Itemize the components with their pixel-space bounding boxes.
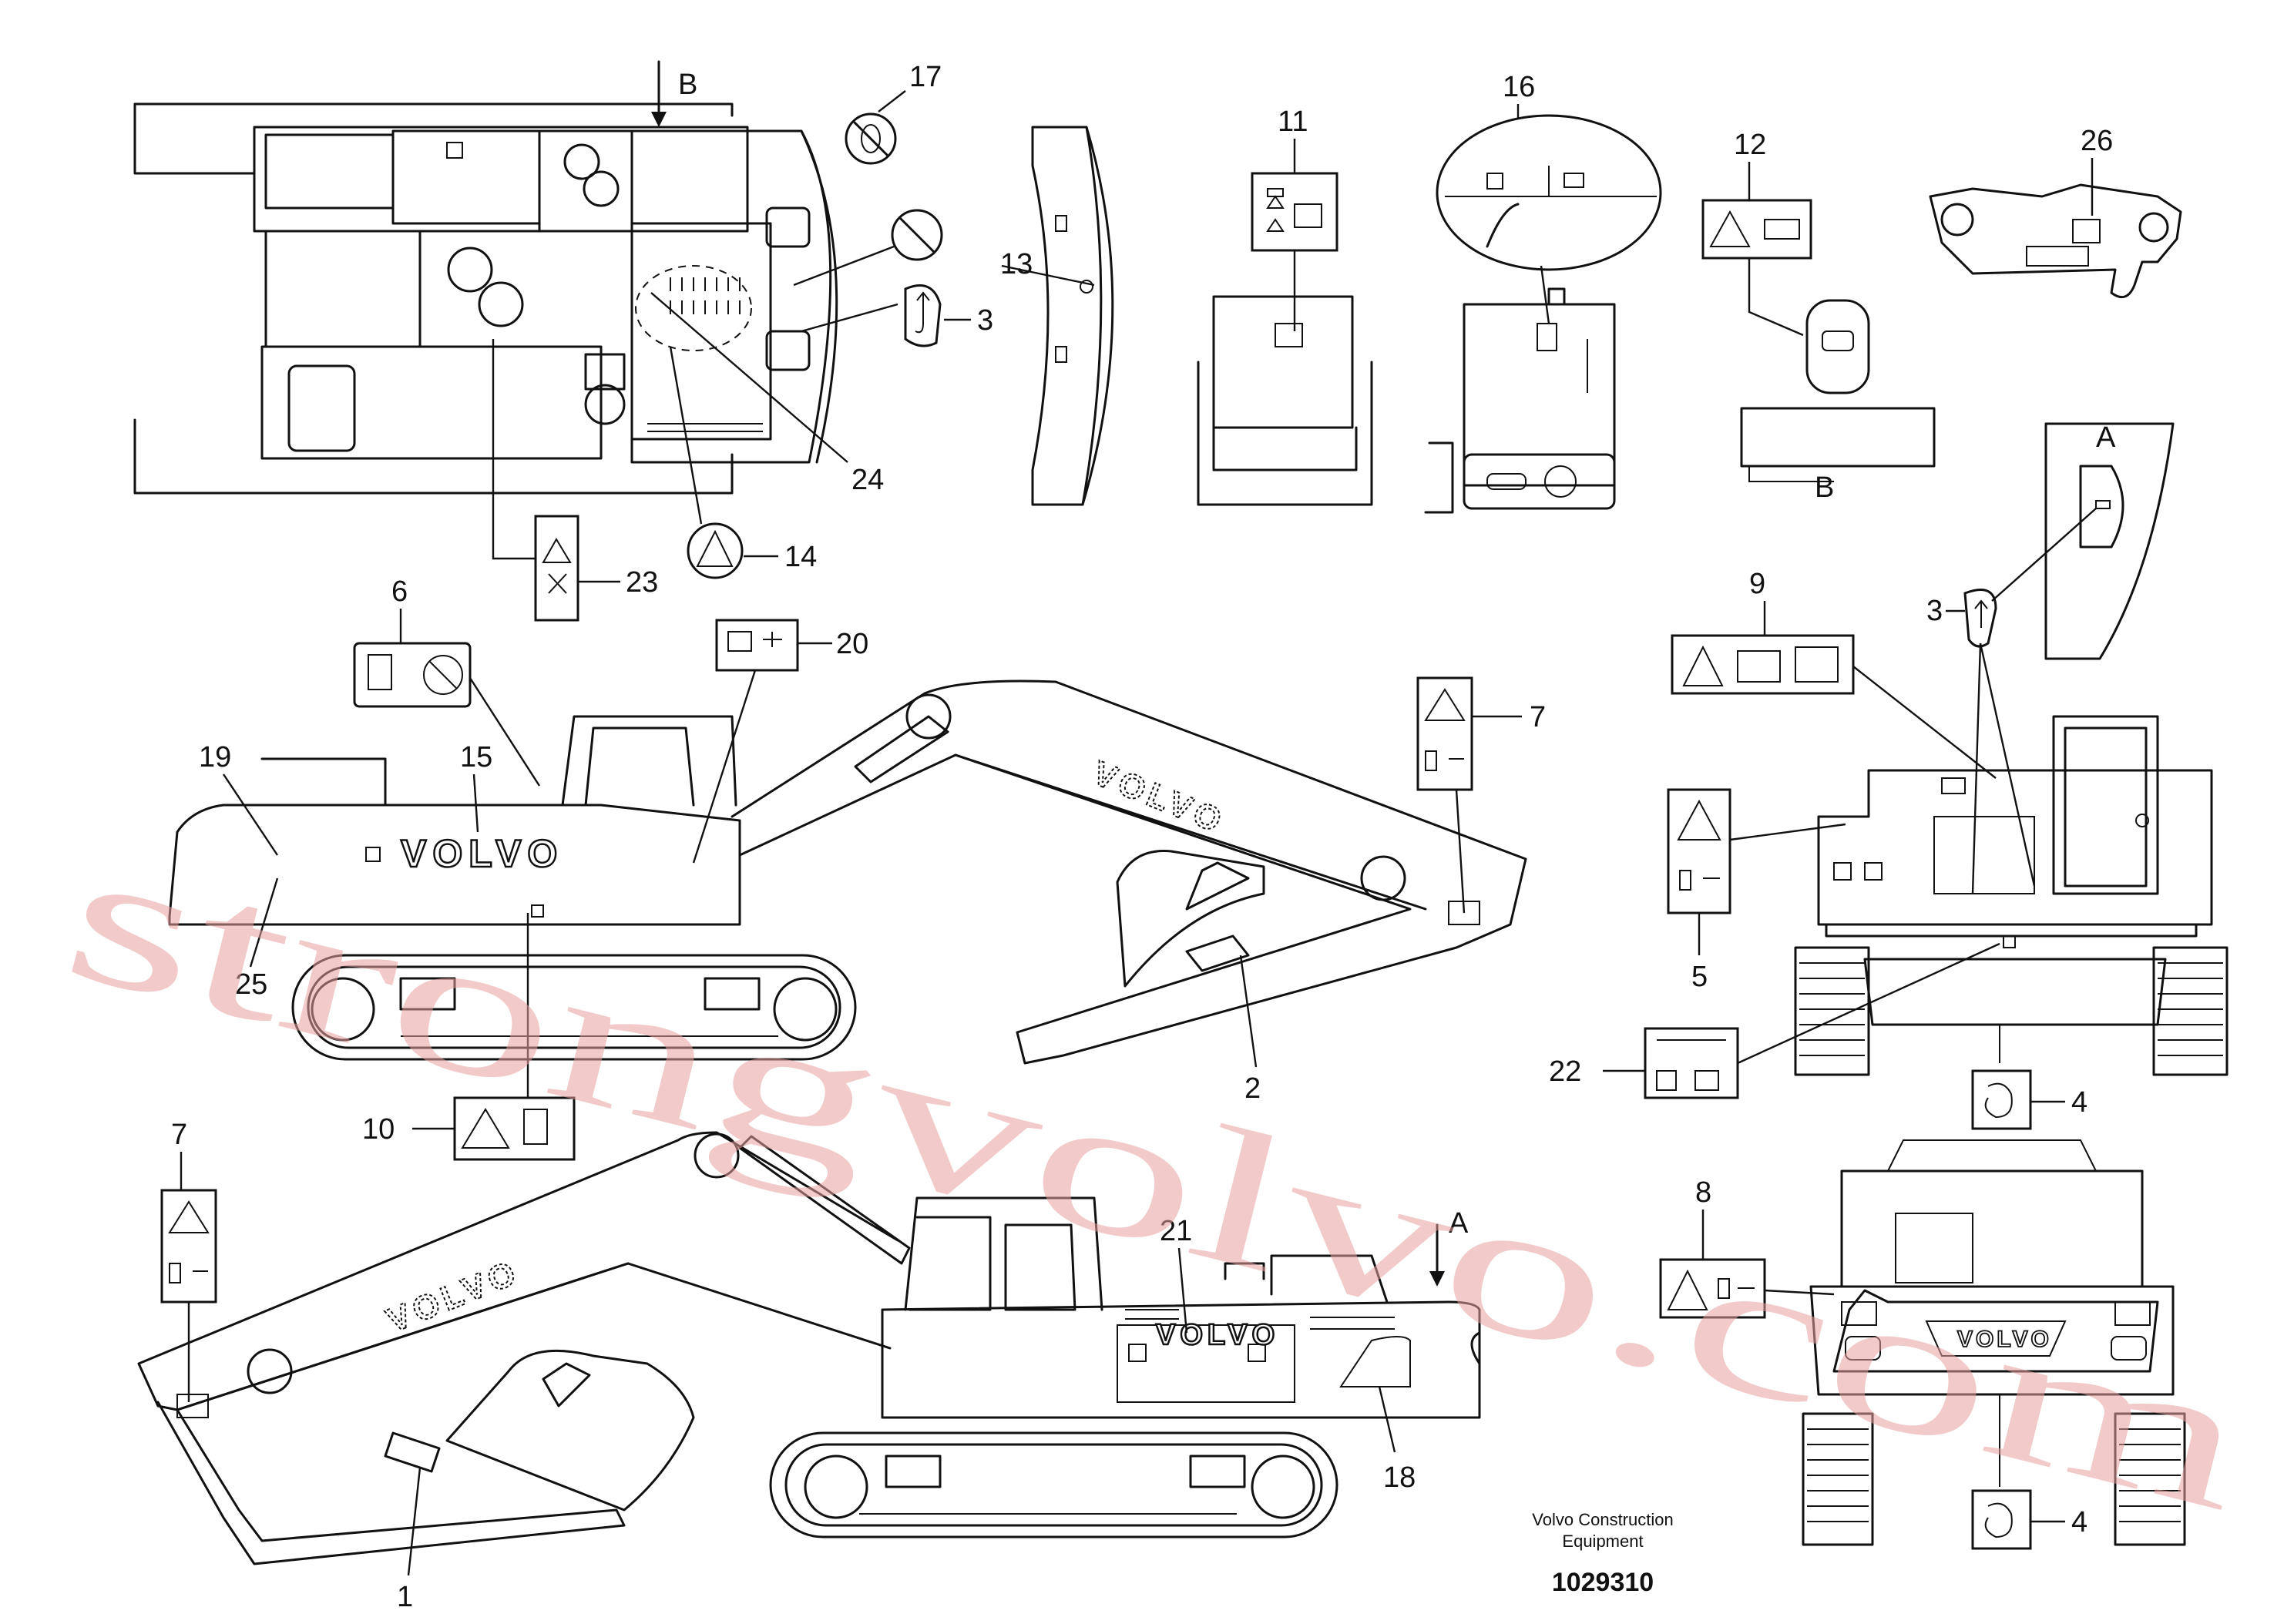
callout-2: 2	[1244, 1072, 1261, 1105]
leader-19	[223, 773, 278, 856]
callout-23: 23	[626, 566, 658, 599]
decal-6-fuel-no-smoking: 6	[353, 575, 541, 787]
decal-20-battery: 20	[692, 619, 868, 864]
callout-26: 26	[2081, 125, 2113, 157]
callout-18: 18	[1383, 1461, 1416, 1494]
detail-26-quick-coupler: 26	[1929, 125, 2182, 299]
detail-a-canopy: A	[2044, 421, 2175, 660]
callout-17: 17	[909, 61, 942, 93]
callout-15: 15	[460, 741, 492, 773]
decal-10-warning: 10	[362, 913, 576, 1161]
drawing-number: 1029310	[1552, 1568, 1654, 1597]
callout-9: 9	[1749, 568, 1765, 600]
radiator-grille	[670, 277, 741, 314]
decal-4-lower-tie-down: 4	[1971, 1489, 2087, 1550]
callout-19: 19	[199, 741, 231, 773]
decal-13-no-step: 13	[793, 209, 1095, 287]
company-line-2: Equipment	[1562, 1532, 1643, 1551]
callout-1: 1	[397, 1581, 413, 1613]
watermark: strongvolvo.com	[48, 805, 2268, 1552]
callout-20: 20	[836, 628, 868, 660]
detail-12-accumulator: 12 B	[1701, 129, 1936, 504]
stripe-decal-2	[1185, 934, 1250, 972]
decal-5-warning: 5	[1667, 788, 1846, 993]
stripe-decal-1	[384, 1431, 441, 1473]
callout-6: 6	[391, 575, 408, 608]
side-track-lower	[769, 1431, 1338, 1538]
side-track-upper	[291, 954, 857, 1061]
decal-3-lifting-point-top: 3	[801, 284, 993, 347]
callout-21: 21	[1160, 1215, 1192, 1247]
decal-7-lower: 7	[160, 1119, 217, 1402]
company-line-1: Volvo Construction	[1532, 1510, 1673, 1529]
leader-15	[472, 773, 479, 833]
title-block: Volvo Construction Equipment 1029310	[1532, 1510, 1673, 1597]
callout-7-lower: 7	[171, 1119, 187, 1151]
callout-24: 24	[851, 464, 884, 496]
front-view-machine: VOLVO	[1802, 1139, 2186, 1546]
decal-9-warning: 9	[1671, 568, 1997, 779]
rear-view-machine	[1794, 715, 2229, 1076]
callout-8: 8	[1695, 1176, 1711, 1209]
leader-2	[1239, 955, 1258, 1068]
callout-10: 10	[362, 1113, 395, 1146]
detail-16-fuel-tank: 16	[1424, 71, 1662, 514]
callout-7-upper: 7	[1530, 701, 1546, 733]
decal-3-lifting-point-rear: 3	[1926, 508, 2097, 894]
callout-14: 14	[784, 541, 817, 573]
callout-12: 12	[1734, 129, 1766, 161]
callout-4-lower: 4	[2071, 1506, 2087, 1538]
leader-25	[249, 877, 279, 968]
decal-4-upper-tie-down: 4	[1971, 1069, 2087, 1130]
callout-22: 22	[1549, 1055, 1581, 1088]
volvo-brand-upper-boom: VOLVO	[1087, 754, 1231, 841]
view-marker-a-detail: A	[2096, 421, 2116, 454]
callout-3-top: 3	[977, 304, 993, 337]
callout-16: 16	[1503, 71, 1535, 103]
view-marker-a-side: A	[1449, 1207, 1469, 1240]
view-marker-b-detail: B	[1815, 471, 1834, 504]
decal-22-warning: 22	[1549, 942, 2000, 1099]
volvo-brand-front: VOLVO	[1957, 1327, 2052, 1352]
decal-7-upper: 7	[1416, 676, 1546, 914]
callout-5: 5	[1691, 961, 1708, 993]
decal-23-warning: 23	[492, 339, 658, 622]
leader-21	[1177, 1247, 1188, 1334]
decal-14-hot-surface: 14	[669, 346, 817, 579]
leader-18	[1378, 1386, 1396, 1453]
top-view: B	[133, 60, 838, 495]
callout-4-upper: 4	[2071, 1086, 2087, 1119]
counterweight-view	[1031, 126, 1114, 506]
view-marker-b-top: B	[678, 69, 697, 101]
decal-17-no-step: 17	[845, 61, 942, 165]
decal-8-warning: 8	[1659, 1176, 1835, 1319]
callout-3-rear: 3	[1926, 595, 1943, 627]
detail-11-battery-box: 11	[1197, 106, 1373, 506]
leader-24	[650, 292, 848, 463]
callout-11: 11	[1278, 106, 1308, 138]
volvo-brand-upper-body: VOLVO	[401, 832, 563, 875]
volvo-brand-lower-body: VOLVO	[1156, 1319, 1279, 1351]
volvo-brand-lower-boom: VOLVO	[381, 1253, 525, 1340]
callout-13: 13	[1000, 248, 1033, 280]
callout-25: 25	[235, 968, 267, 1001]
